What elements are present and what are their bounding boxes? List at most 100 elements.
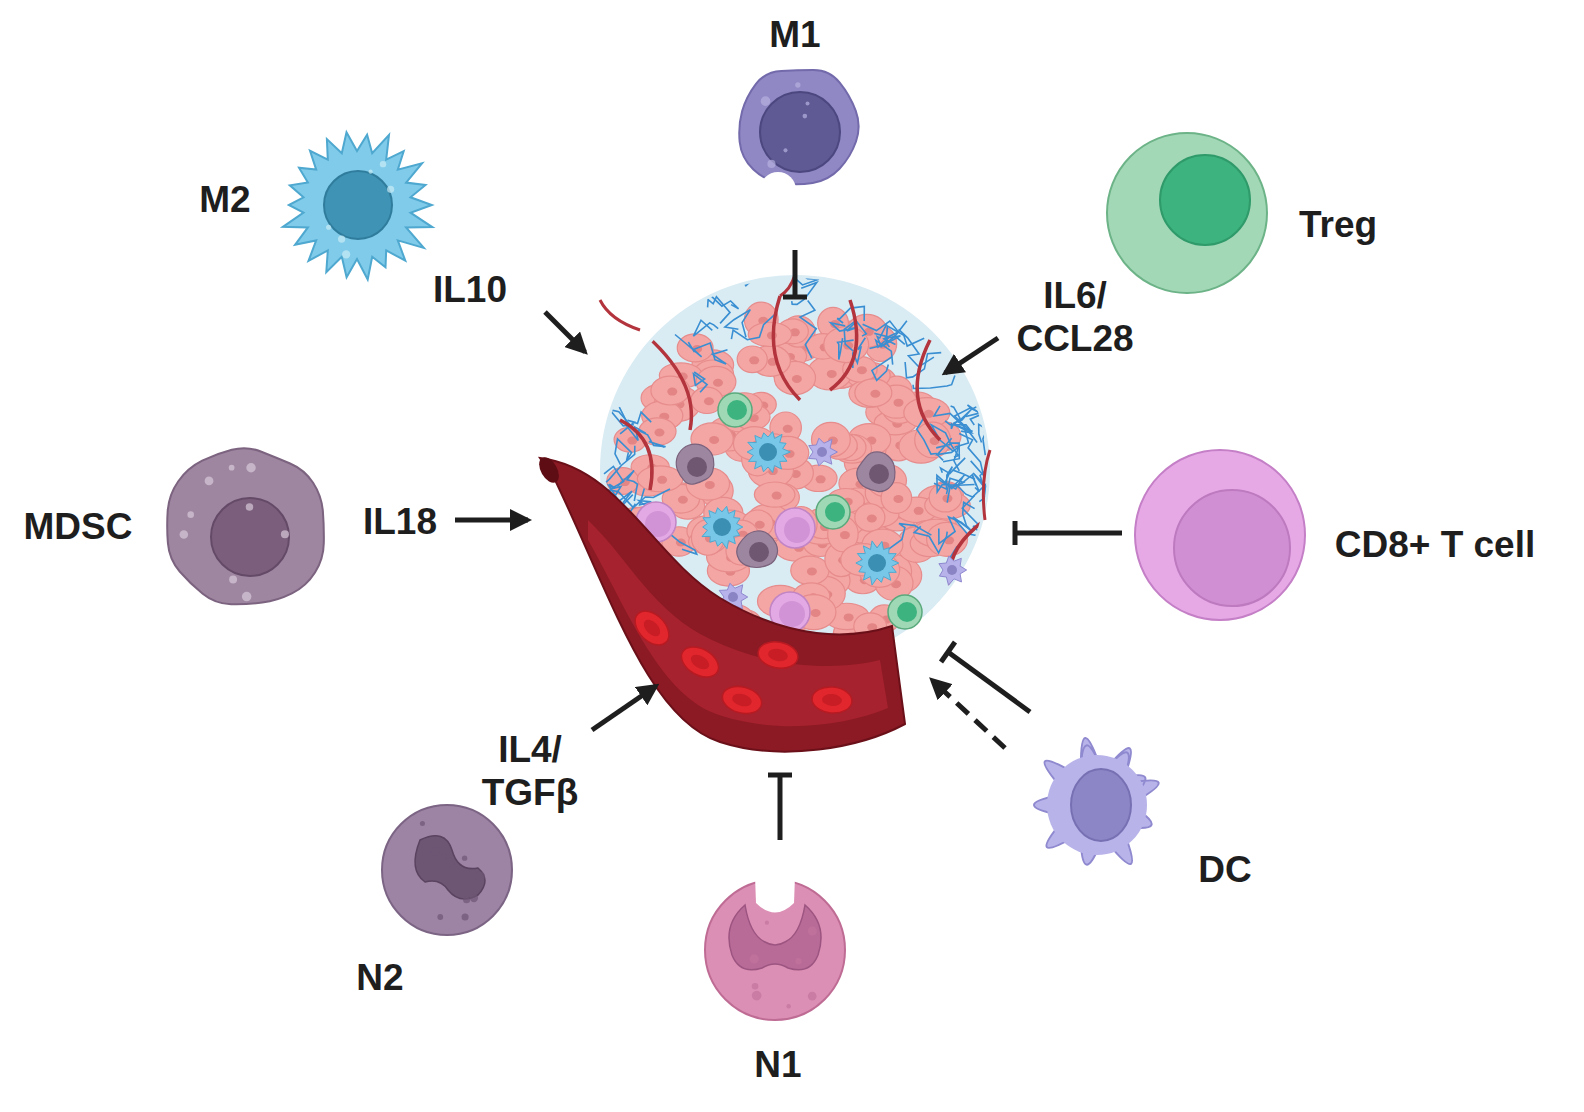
cd8-t-cell bbox=[1135, 450, 1305, 620]
tumor-nucleus bbox=[811, 609, 821, 617]
tumor-fiber bbox=[872, 357, 892, 381]
tumor-cell bbox=[737, 346, 767, 373]
tumor-nucleus bbox=[893, 495, 903, 503]
cell-granule bbox=[368, 170, 372, 174]
cell-nucleus bbox=[211, 498, 289, 576]
cell-granule bbox=[420, 821, 425, 826]
tumor-nucleus bbox=[867, 515, 877, 523]
immune-cell bbox=[857, 452, 895, 492]
cell-node: Treg bbox=[1105, 131, 1377, 296]
tumor-fiber bbox=[731, 314, 775, 340]
inhibition-bar bbox=[941, 642, 955, 662]
tumor-nucleus bbox=[749, 356, 759, 364]
cell-granule bbox=[752, 991, 762, 1001]
tumor-nucleus bbox=[816, 475, 826, 483]
red-blood-cell-center bbox=[641, 617, 664, 640]
cell-granule bbox=[765, 921, 769, 925]
immune-nucleus bbox=[728, 592, 738, 602]
tumor-fiber bbox=[837, 307, 864, 324]
tumor-nucleus bbox=[893, 399, 903, 407]
immune-cell bbox=[809, 438, 838, 466]
tumor-nucleus bbox=[667, 388, 677, 396]
blood-vessel bbox=[540, 458, 905, 752]
cell-label: CD8+ T cell bbox=[1335, 524, 1536, 567]
cell-granule bbox=[342, 250, 350, 258]
tumor-nucleus bbox=[783, 425, 793, 433]
immune-nucleus bbox=[868, 554, 886, 572]
tumor-fiber bbox=[694, 372, 708, 392]
cell-label: N1 bbox=[754, 1044, 801, 1087]
cell-granule bbox=[808, 926, 817, 935]
red-blood-cell bbox=[811, 685, 853, 714]
cell-granule bbox=[387, 186, 394, 193]
tumor-nucleus bbox=[914, 507, 924, 515]
tumor-fiber bbox=[899, 329, 934, 367]
tumor-fiber bbox=[693, 320, 718, 336]
cell-node: MDSC bbox=[24, 445, 330, 610]
immune-nucleus bbox=[727, 400, 747, 420]
tumor-fiber bbox=[708, 297, 730, 324]
cell-granule bbox=[761, 96, 771, 106]
immune-nucleus bbox=[897, 602, 917, 622]
immune-cell bbox=[737, 531, 778, 568]
regulatory-t-cell bbox=[1107, 133, 1267, 293]
cell-notch bbox=[760, 172, 796, 208]
cell-granule bbox=[462, 913, 469, 920]
immune-nucleus bbox=[784, 517, 810, 543]
cell-granule bbox=[786, 1004, 790, 1008]
dashed-arrow bbox=[932, 680, 1005, 748]
tumor-nucleus bbox=[713, 379, 723, 387]
immune-cell bbox=[888, 595, 922, 629]
cell-node: N2 bbox=[356, 804, 515, 999]
cell-granule bbox=[795, 958, 801, 964]
tumor-capillary bbox=[600, 275, 990, 520]
cell-nucleus bbox=[1174, 490, 1290, 606]
tumor-cell bbox=[754, 482, 795, 507]
cell-granule bbox=[463, 896, 470, 903]
cell-granule bbox=[229, 465, 235, 471]
tumor-capillary bbox=[640, 330, 691, 430]
tumor-nucleus bbox=[705, 481, 715, 489]
cell-label: DC bbox=[1198, 849, 1251, 892]
tumor-nucleus bbox=[857, 366, 867, 374]
neutrophil-n2 bbox=[382, 805, 512, 935]
cytokine-label: IL10 bbox=[433, 269, 507, 312]
cell-granule bbox=[767, 160, 775, 168]
cell-granule bbox=[750, 954, 759, 963]
tumor-fiber bbox=[984, 396, 997, 433]
immune-cell bbox=[775, 508, 815, 548]
tumor-fiber bbox=[947, 478, 964, 502]
tumor-nucleus bbox=[654, 428, 664, 436]
immune-cell bbox=[856, 541, 899, 585]
cell-granule bbox=[795, 82, 800, 87]
inhibition-line bbox=[793, 250, 798, 297]
tumor-fiber bbox=[914, 526, 947, 553]
cell-granule bbox=[808, 992, 817, 1001]
tumor-fiber bbox=[959, 434, 983, 476]
cell-granule bbox=[445, 858, 455, 868]
immune-nucleus bbox=[759, 443, 777, 461]
cell-nucleus bbox=[1071, 769, 1131, 841]
cell-granule bbox=[246, 503, 254, 511]
cell-granule bbox=[783, 148, 787, 152]
tumor-nucleus bbox=[772, 492, 782, 500]
cell-nucleus bbox=[324, 171, 392, 239]
cell-granule bbox=[180, 530, 189, 539]
tumor-nucleus bbox=[807, 567, 817, 575]
cell-notch bbox=[755, 876, 795, 913]
immune-cell bbox=[747, 432, 790, 473]
tumor-cell bbox=[637, 466, 683, 492]
cell-granule bbox=[242, 592, 252, 602]
cell-granule bbox=[437, 914, 443, 920]
tumor-fiber bbox=[968, 404, 982, 425]
cell-nucleus bbox=[415, 836, 485, 899]
tumor-fiber bbox=[694, 343, 727, 364]
tumor-nucleus bbox=[792, 375, 802, 383]
tumor-capillary bbox=[773, 296, 800, 400]
tumor-fiber bbox=[863, 321, 899, 344]
immune-cell bbox=[718, 393, 752, 427]
inhibition-line bbox=[1015, 531, 1122, 536]
stimulation-arrow bbox=[545, 312, 585, 352]
cell-label: MDSC bbox=[24, 506, 133, 549]
tumor-capillary bbox=[830, 300, 857, 390]
